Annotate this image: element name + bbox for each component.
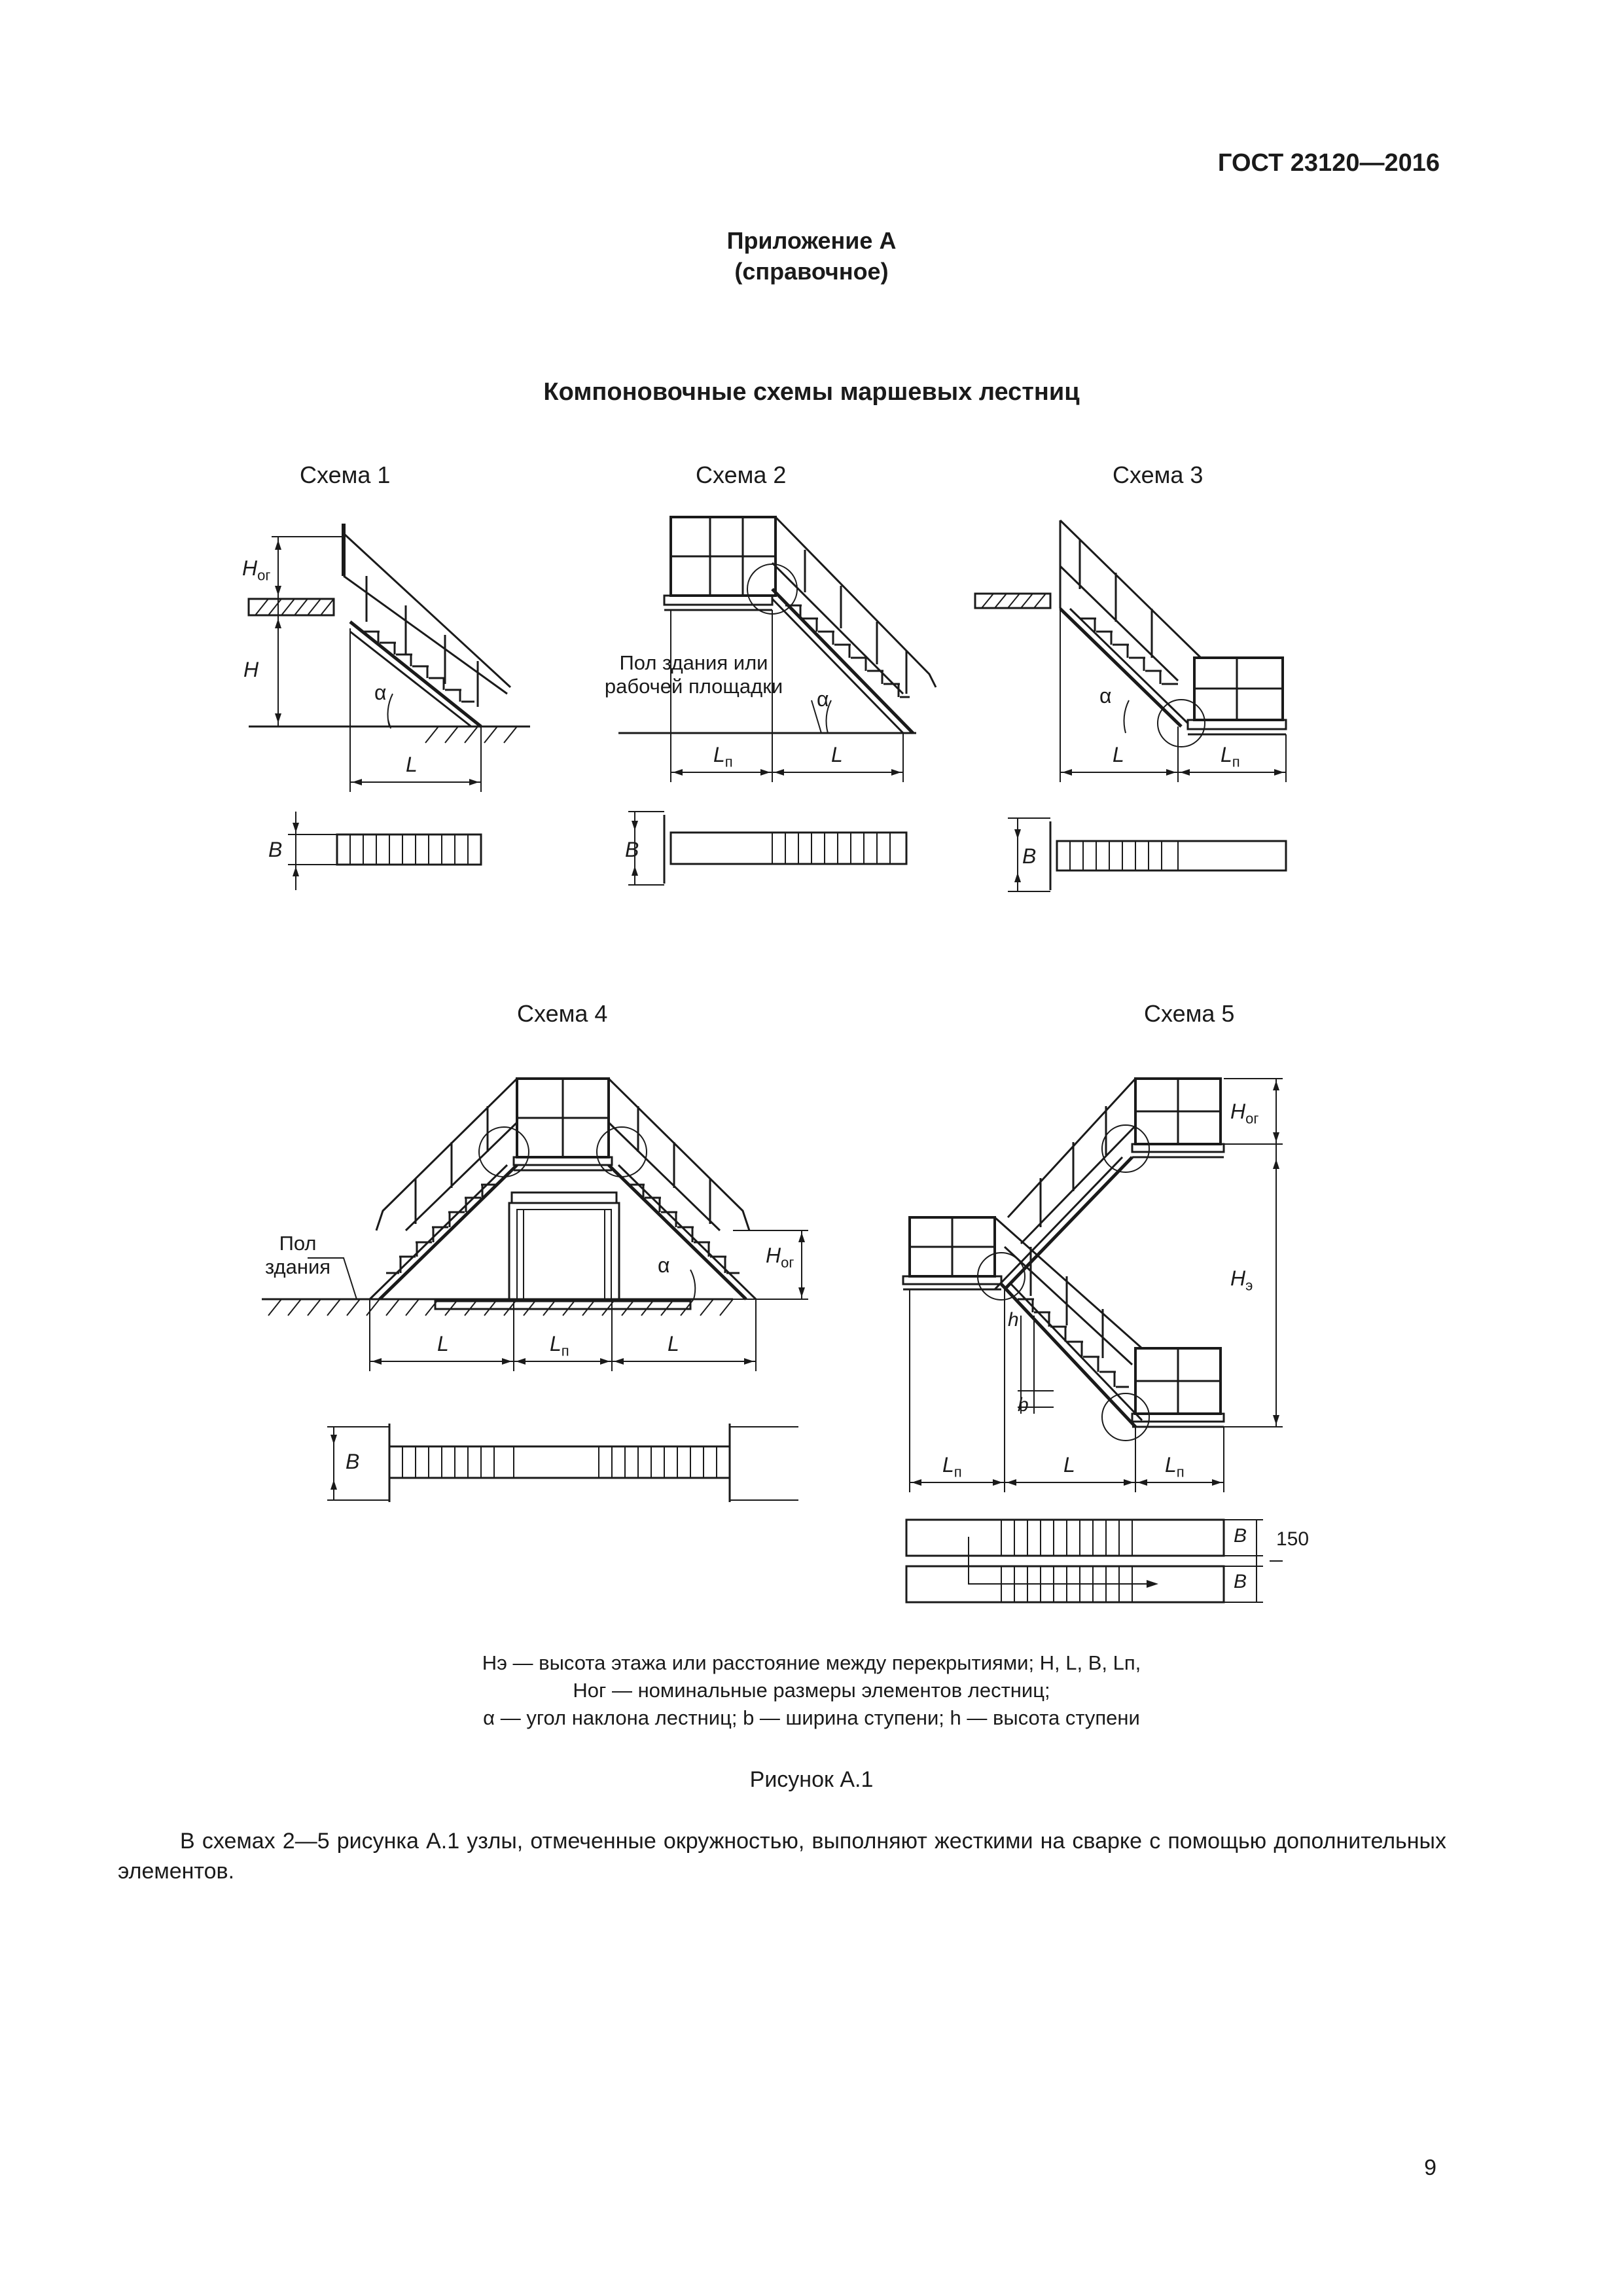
building-floor-label-line2: здания xyxy=(265,1255,331,1278)
s2-alpha: α xyxy=(817,687,829,711)
s5-dim-Hog: Hог xyxy=(1230,1100,1259,1127)
legend-line-3: α — угол наклона лестниц; b — ширина сту… xyxy=(483,1706,1140,1729)
s2-dim-Ln: Lп xyxy=(713,743,733,770)
body-paragraph-text: В схемах 2—5 рисунка А.1 узлы, отмеченны… xyxy=(118,1829,1446,1884)
s5-dim-He: Hэ xyxy=(1230,1266,1253,1294)
s5-dim-b: b xyxy=(1018,1394,1029,1416)
scheme-1-drawing xyxy=(247,524,530,890)
s2-dim-L: L xyxy=(831,743,843,766)
s3-alpha: α xyxy=(1099,684,1112,708)
scheme-2-drawing xyxy=(618,516,937,886)
building-floor-label-line1: Пол xyxy=(279,1232,317,1255)
scheme-3-label: Схема 3 xyxy=(1113,461,1204,488)
s5-dim-150: 150 xyxy=(1276,1528,1310,1550)
s1-alpha: α xyxy=(374,681,387,704)
s4-dim-B: B xyxy=(346,1450,360,1473)
s5-dim-L: L xyxy=(1063,1453,1075,1477)
floor-platform-label: Пол здания или рабочей площадки xyxy=(589,651,798,698)
s1-dim-B: B xyxy=(268,838,283,861)
document-code: ГОСТ 23120—2016 xyxy=(1217,149,1440,177)
floor-platform-label-line2: рабочей площадки xyxy=(604,675,783,698)
s5-dim-Ln-left: Lп xyxy=(942,1453,962,1480)
legend-line-1: Hэ — высота этажа или расстояние между п… xyxy=(482,1651,1141,1674)
scheme-5-label: Схема 5 xyxy=(1144,1000,1235,1027)
s1-dim-Hog: Hог xyxy=(242,556,271,584)
scheme-5-drawing xyxy=(902,1077,1283,1604)
s1-dim-L: L xyxy=(406,753,418,776)
s4-dim-Ln: Lп xyxy=(550,1332,569,1359)
s5-dim-Ln-right: Lп xyxy=(1165,1453,1185,1480)
scheme-3-drawing xyxy=(974,519,1287,892)
scheme-1-label: Схема 1 xyxy=(300,461,391,488)
building-floor-label: Пол здания xyxy=(265,1232,330,1279)
scheme-4-drawing xyxy=(262,1077,808,1502)
scheme-4-label: Схема 4 xyxy=(517,1000,608,1027)
annex-title: Приложение А xyxy=(726,227,897,254)
figure-legend: Hэ — высота этажа или расстояние между п… xyxy=(0,1649,1623,1732)
annex-type: (справочное) xyxy=(734,258,889,285)
s4-dim-L-left: L xyxy=(437,1332,449,1355)
s3-dim-B: B xyxy=(1022,844,1037,868)
s2-dim-B: B xyxy=(625,838,639,861)
s5-dim-B-top: B xyxy=(1234,1525,1247,1547)
s3-dim-L: L xyxy=(1113,743,1124,766)
s4-alpha: α xyxy=(658,1253,670,1277)
figure-title: Компоновочные схемы маршевых лестниц xyxy=(543,378,1080,406)
s5-dim-h: h xyxy=(1008,1309,1019,1331)
scheme-2-label: Схема 2 xyxy=(696,461,787,488)
legend-line-2: Hог — номинальные размеры элементов лест… xyxy=(573,1679,1050,1702)
floor-platform-label-line1: Пол здания или xyxy=(619,651,768,674)
s1-dim-H: H xyxy=(243,658,259,681)
body-paragraph: В схемах 2—5 рисунка А.1 узлы, отмеченны… xyxy=(118,1826,1446,1886)
s4-dim-Hog: Hог xyxy=(766,1244,794,1271)
s4-dim-L-right: L xyxy=(668,1332,679,1355)
figure-caption: Рисунок А.1 xyxy=(749,1767,874,1792)
s5-dim-B-bottom: B xyxy=(1234,1571,1247,1592)
page-number: 9 xyxy=(1424,2155,1436,2180)
s3-dim-Ln: Lп xyxy=(1221,743,1240,770)
